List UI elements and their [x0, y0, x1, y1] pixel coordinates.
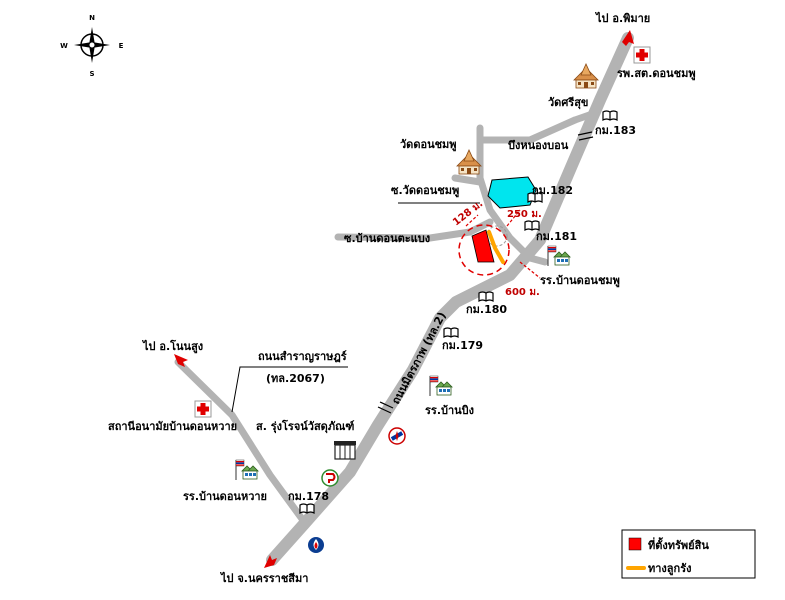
- school-icon: [429, 375, 453, 397]
- compass-rose: [74, 27, 110, 63]
- label-side-road-code: (ทล.2067): [266, 372, 325, 385]
- label-km181: กม.181: [536, 230, 577, 243]
- label-distance-600: 600 ม.: [505, 287, 540, 298]
- label-soi-ban: ซ.บ้านดอนตะแบง: [344, 232, 430, 245]
- legend-property: ที่ตั้งทรัพย์สิน: [648, 537, 709, 552]
- temple-icon: [573, 63, 599, 89]
- compass-n: N: [89, 14, 95, 22]
- destination-arrows: [174, 30, 634, 568]
- soi-ban-road: [334, 218, 494, 242]
- label-hospital-top: รพ.สต.ดอนชมพู: [617, 67, 696, 81]
- gas-station-icon: [388, 427, 406, 445]
- label-side-road: ถนนสำราญราษฎร์: [258, 350, 347, 363]
- label-km180: กม.180: [466, 303, 507, 316]
- road-break-marks: [377, 131, 594, 414]
- shop-icon: [334, 441, 356, 460]
- label-km183: กม.183: [595, 124, 636, 137]
- arrow-nonsung: [174, 354, 188, 367]
- km-post-icon: [524, 220, 540, 231]
- label-school-ban-bing: รร.บ้านบิง: [425, 404, 474, 417]
- side-road-2067: [174, 358, 309, 527]
- hospital-icon: [633, 46, 651, 64]
- loop-road-top: [476, 116, 579, 144]
- label-health-station: สถานีอนามัยบ้านดอนหวาย: [108, 420, 237, 433]
- compass-s: S: [89, 70, 94, 78]
- label-distance-250: 250 ม.: [507, 209, 542, 220]
- pond-shape: [487, 176, 537, 209]
- side-road-callout: [231, 366, 348, 413]
- destination-korat: ไป จ.นครราชสีมา: [219, 571, 308, 585]
- label-school-don-wai: รร.บ้านดอนหวาย: [183, 490, 267, 503]
- km-post-icon: [443, 327, 459, 338]
- destination-nonsung: ไป อ.โนนสูง: [141, 339, 203, 354]
- distance-arrows: [465, 209, 541, 279]
- label-wat-sri-suk: วัดศรีสุข: [548, 96, 588, 110]
- arrow-korat: [264, 555, 277, 568]
- soi-wat-road: [451, 174, 484, 186]
- legend-driveway: ทางลูกรัง: [648, 562, 691, 576]
- label-soi-wat: ซ.วัดดอนชมพู: [391, 184, 459, 198]
- legend-swatch-property: [628, 537, 642, 551]
- main-highway: [266, 32, 634, 566]
- destination-phimai: ไป อ.พิมาย: [594, 11, 650, 25]
- compass-e: E: [119, 42, 124, 50]
- school-icon: [547, 245, 571, 267]
- property-site: [458, 224, 510, 276]
- label-km179: กม.179: [442, 339, 483, 352]
- km-post-icon: [299, 503, 315, 514]
- legend: ที่ตั้งทรัพย์สิน ทางลูกรัง: [621, 529, 756, 579]
- loop-road-link: [571, 109, 599, 124]
- label-km178: กม.178: [288, 490, 329, 503]
- loop-road: [476, 124, 549, 266]
- label-km182: กม.182: [532, 184, 573, 197]
- arrow-phimai: [622, 30, 634, 46]
- label-pond: บึงหนองบอน: [508, 139, 569, 152]
- gas-station-icon: [308, 537, 324, 553]
- km-post-icon: [602, 110, 618, 121]
- label-school-don-chomphu: รร.บ้านดอนชมพู: [540, 274, 620, 288]
- school-icon: [235, 459, 259, 481]
- hospital-icon: [194, 400, 212, 418]
- gas-station-icon: [321, 469, 339, 487]
- compass-w: W: [60, 42, 68, 50]
- km-post-icon: [478, 291, 494, 302]
- label-wat-don-chomphu: วัดดอนชมพู: [400, 138, 457, 152]
- label-shop: ส. รุ่งโรจน์วัสดุภัณฑ์: [256, 419, 354, 434]
- road-network: [174, 32, 634, 566]
